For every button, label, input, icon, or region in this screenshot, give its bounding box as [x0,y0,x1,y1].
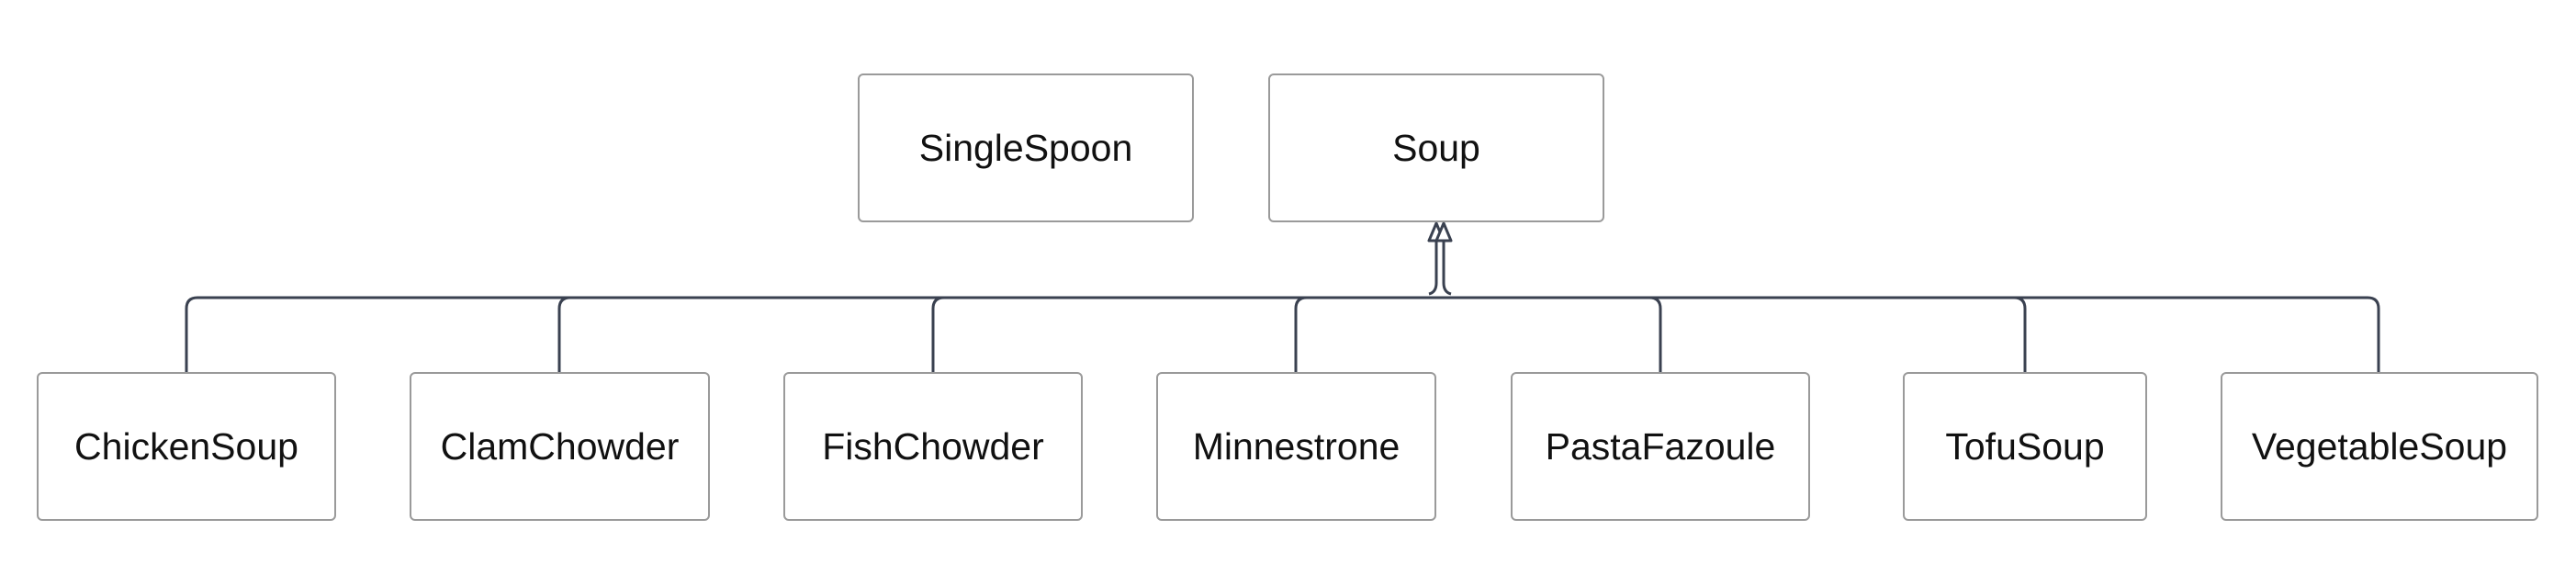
class-label: Soup [1392,126,1480,169]
class-label: SingleSpoon [918,126,1133,169]
edge-pastafazoule-soup [1648,296,1662,372]
inheritance-arrowhead-right [1434,221,1453,243]
class-label: TofuSoup [1945,424,2105,468]
edge-chickensoup-soup [185,296,198,372]
class-node-vegetablesoup[interactable]: VegetableSoup [2221,372,2538,521]
edge-clamchowder-soup [557,296,571,372]
edge-tofusoup-soup [2013,296,2027,372]
edge-vegetablesoup-soup [2367,296,2380,372]
class-node-pastafazoule[interactable]: PastaFazoule [1511,372,1810,521]
class-node-tofusoup[interactable]: TofuSoup [1903,372,2147,521]
class-node-chickensoup[interactable]: ChickenSoup [37,372,336,521]
class-label: VegetableSoup [2251,424,2508,468]
riser-left [1428,237,1438,296]
class-node-clamchowder[interactable]: ClamChowder [410,372,710,521]
class-node-soup[interactable]: Soup [1268,73,1604,222]
class-label: ChickenSoup [74,424,298,468]
class-label: PastaFazoule [1545,424,1776,468]
edge-minnestrone-soup [1294,296,1308,372]
edge-fishchowder-soup [931,296,945,372]
class-label: Minnestrone [1192,424,1400,468]
class-node-singlespoon[interactable]: SingleSpoon [858,73,1194,222]
class-node-fishchowder[interactable]: FishChowder [783,372,1083,521]
class-node-minnestrone[interactable]: Minnestrone [1156,372,1436,521]
class-label: ClamChowder [440,424,680,468]
riser-right [1442,237,1452,296]
class-label: FishChowder [822,424,1044,468]
